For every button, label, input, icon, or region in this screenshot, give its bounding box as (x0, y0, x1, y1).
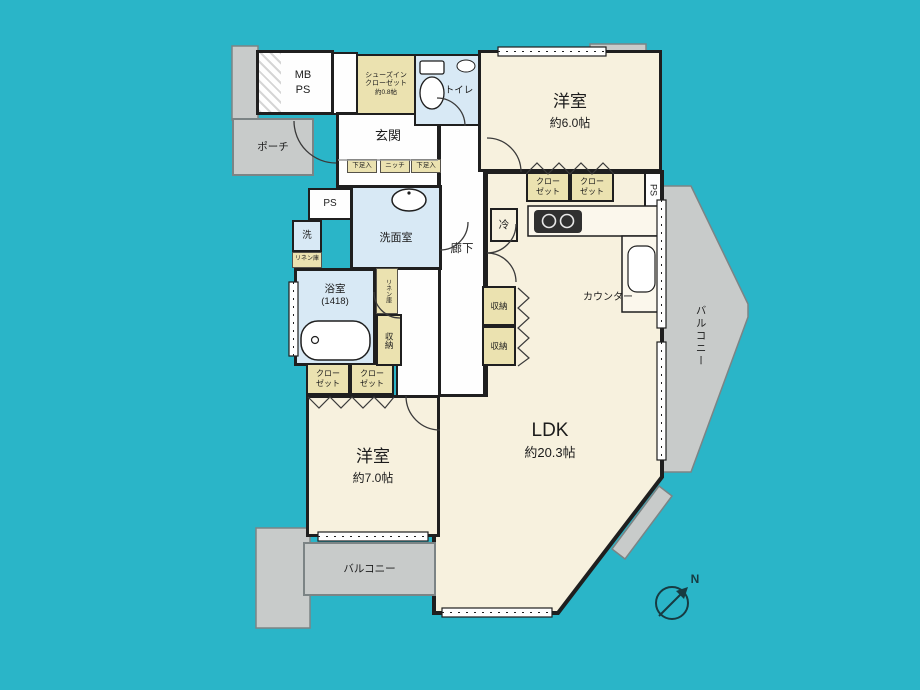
linen-cabinet-b: リネン庫 (292, 252, 322, 268)
ps-shaft-right: PS (644, 172, 662, 208)
closet-label-line2: ゼット (580, 187, 604, 196)
fridge-label: 冷 (498, 218, 510, 231)
room-bedroom6: 洋室 約6.0帖 (478, 50, 662, 172)
balcony-bottom: バルコニー (303, 542, 436, 596)
ldk-label: LDK 約20.3帖 (480, 414, 620, 466)
storage-bath-side: 収納 (376, 314, 402, 366)
shoes-in-closet: シューズイン クローゼット 約0.8帖 (356, 54, 416, 115)
ps-shaft-left: PS (308, 188, 352, 220)
bedroom6-size: 約6.0帖 (549, 115, 591, 130)
storage-label: 収納 (490, 300, 508, 311)
shoe-box-label: 下足入 (416, 162, 436, 170)
kitchen-sink-icon (627, 245, 656, 293)
mb-hatch (259, 53, 281, 112)
ldk-door-arc-2 (486, 252, 517, 283)
linen-label: リネン庫 (294, 256, 319, 263)
counter-label: カウンター (583, 291, 633, 303)
mb-ps-shaft: MB PS (256, 50, 334, 115)
balcony-right-label: バルコニー (694, 304, 707, 368)
washroom-label: 洗面室 (379, 232, 413, 245)
storage-label: 収納 (384, 331, 395, 349)
porch: ポーチ (232, 118, 314, 176)
room-bedroom7: 洋室 約7.0帖 (306, 395, 440, 537)
shoe-box-label: 下足入 (352, 162, 372, 170)
closet-bedroom7-a: クロー ゼット (306, 363, 350, 395)
linen-label: リネン庫 (384, 279, 391, 303)
ldk-name: LDK (531, 420, 569, 441)
shoe-box-a: 下足入 (347, 159, 377, 173)
bathroom-name: 浴室 (324, 282, 346, 295)
entrance-label: 玄関 (374, 127, 401, 143)
balcony-bottom-label: バルコニー (343, 562, 396, 575)
closet-label-line1: クロー (580, 177, 604, 187)
niche: ニッチ (380, 159, 410, 173)
ps-left-label: PS (323, 198, 337, 209)
mb-label: MB (294, 68, 312, 81)
bedroom7-size: 約7.0帖 (352, 470, 394, 485)
room-washroom (350, 185, 442, 270)
porch-label: ポーチ (257, 140, 289, 153)
compass-north-label: N (690, 572, 700, 586)
concrete-strip-topleft (231, 45, 259, 121)
ldk-size: 約20.3帖 (524, 444, 576, 460)
shoe-box-b: 下足入 (411, 159, 441, 173)
shoes-closet-line1: シューズイン (365, 71, 407, 79)
bathroom-size: (1418) (321, 295, 349, 307)
ps-right-label: PS (648, 183, 659, 196)
hallway-label: 廊下 (450, 242, 474, 255)
fridge-space: 冷 (490, 208, 518, 242)
closet-bedroom6-b: クロー ゼット (570, 172, 614, 202)
concrete-block-bottomleft (255, 527, 311, 629)
compass-icon (655, 586, 689, 620)
closet-label-line1: クロー (360, 369, 384, 379)
bedroom7-name: 洋室 (356, 447, 390, 467)
washer-space: 洗 (292, 220, 322, 252)
ps-label: PS (295, 83, 311, 96)
niche-label: ニッチ (385, 162, 405, 170)
closet-label-line2: ゼット (536, 187, 560, 196)
bathroom-label: 浴室 (1418) (298, 278, 372, 312)
storage-ldk-b: 収納 (482, 326, 516, 366)
bedroom6-name: 洋室 (553, 92, 587, 112)
closet-label-line1: クロー (536, 177, 560, 187)
mb-ps-label-group: MB PS (295, 68, 312, 98)
storage-label: 収納 (490, 340, 508, 351)
stove-icon (534, 210, 582, 233)
shoes-closet-line2: クローゼット (365, 80, 407, 88)
closet-bedroom6-a: クロー ゼット (526, 172, 570, 202)
corridor-west (396, 268, 440, 397)
closet-bedroom7-b: クロー ゼット (350, 363, 394, 395)
entry-nook (332, 52, 358, 115)
concrete-block-diagonal (610, 484, 674, 561)
linen-cabinet-a: リネン庫 (376, 268, 398, 314)
shoes-closet-size: 約0.8帖 (374, 89, 398, 97)
closet-label-line2: ゼット (316, 379, 340, 388)
toilet-label: トイレ (444, 85, 474, 97)
storage-ldk-a: 収納 (482, 286, 516, 326)
washer-label: 洗 (302, 230, 312, 242)
closet-label-line2: ゼット (360, 379, 384, 388)
closet-label-line1: クロー (316, 369, 340, 379)
